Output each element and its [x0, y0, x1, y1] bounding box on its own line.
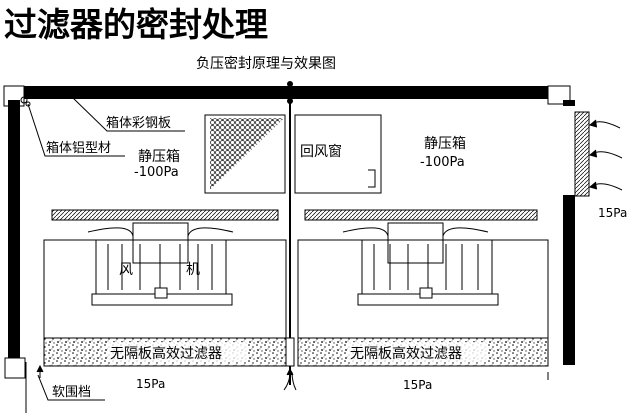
fan-unit-right: [297, 209, 549, 339]
return-air-window: [294, 114, 382, 194]
pressure-bottom-right: 15Pa: [403, 378, 432, 392]
steel-panel-label: 箱体彩钢板: [106, 115, 171, 131]
filter-left-label: 无隔板高效过滤器: [110, 345, 222, 362]
enclosure: [3, 85, 590, 365]
filter-media-pattern: [210, 118, 284, 190]
steel-panel-leader: [71, 96, 185, 132]
aluminum-profile-label: 箱体铝型材: [46, 140, 111, 156]
pressure-right: 15Pa: [598, 206, 627, 220]
return-window-label: 回风窗: [300, 143, 342, 160]
airflow-arrow-icons: [36, 119, 623, 391]
filter-right-label: 无隔板高效过滤器: [350, 345, 462, 362]
page-title: 过滤器的密封处理: [4, 5, 268, 44]
filter-right: 无隔板高效过滤器: [297, 337, 549, 367]
pressure-bottom-left: 15Pa: [136, 377, 165, 391]
fan-label-char1: 风: [119, 262, 133, 278]
aluminum-profile-icon: [20, 96, 28, 104]
left-wall: [8, 100, 20, 358]
soft-skirt-label: 软围档: [52, 385, 91, 400]
right-wall: [563, 195, 575, 365]
plenum-right-label: 静压箱: [424, 136, 466, 152]
center-divider: [285, 81, 295, 385]
fan-unit-left: 风 机: [43, 209, 287, 339]
diagram-subtitle: 负压密封原理与效果图: [196, 55, 336, 72]
filter-left: 无隔板高效过滤器: [43, 337, 287, 367]
soft-skirt-leader: [37, 374, 105, 401]
plenum-left-pressure: -100Pa: [134, 165, 179, 180]
bottom-left-frame: [4, 357, 26, 379]
fan-label-char2: 机: [186, 262, 200, 278]
aluminum-leader: [27, 103, 125, 157]
plenum-right-pressure: -100Pa: [420, 155, 465, 170]
right-grille: [574, 111, 590, 197]
top-right-corner: [547, 85, 571, 105]
plenum-left-label: 静压箱: [138, 149, 180, 165]
